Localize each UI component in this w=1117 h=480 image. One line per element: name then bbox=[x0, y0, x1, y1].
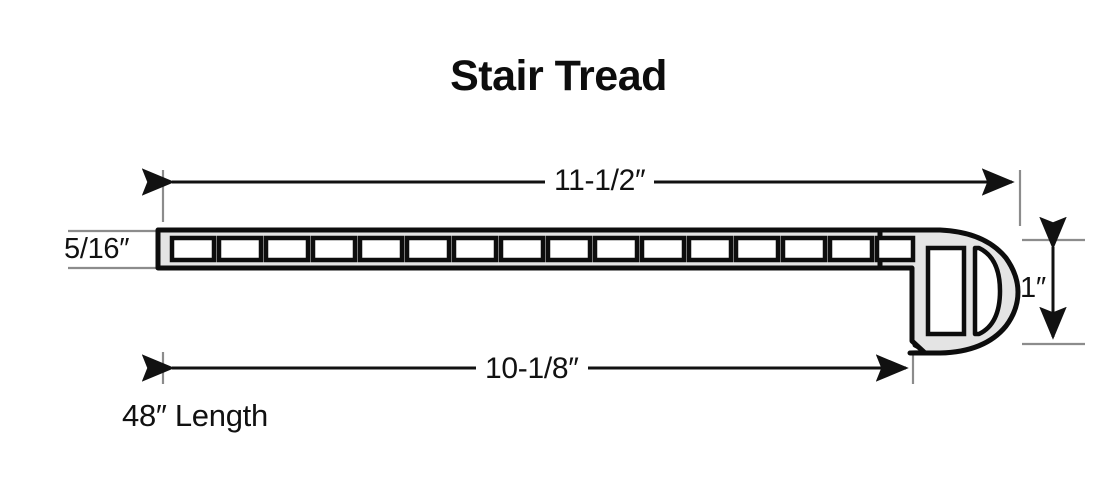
nose-void-rectangle bbox=[925, 245, 967, 337]
tread-slot bbox=[545, 235, 593, 263]
tread-slot bbox=[639, 235, 687, 263]
dimension-label-overall-width: 11-1/2″ bbox=[545, 164, 655, 198]
tread-slot bbox=[310, 235, 358, 263]
length-label: 48″ Length bbox=[122, 398, 268, 433]
tread-slot bbox=[451, 235, 499, 263]
nose-void-d-shape bbox=[972, 245, 1003, 337]
tread-slot bbox=[780, 235, 828, 263]
dimension-label-flat-run: 10-1/8″ bbox=[476, 352, 588, 386]
dimension-label-nose-height: 1″ bbox=[1020, 272, 1046, 304]
tread-slot bbox=[498, 235, 546, 263]
tread-slots bbox=[169, 235, 916, 263]
tread-slot bbox=[827, 235, 875, 263]
tread-slot bbox=[686, 235, 734, 263]
tread-slot bbox=[404, 235, 452, 263]
tread-slot bbox=[733, 235, 781, 263]
page-title: Stair Tread bbox=[450, 52, 667, 100]
tread-slot bbox=[874, 235, 916, 263]
tread-slot bbox=[592, 235, 640, 263]
tread-slot bbox=[357, 235, 405, 263]
tread-slot bbox=[169, 235, 217, 263]
tread-slot bbox=[216, 235, 264, 263]
tread-slot bbox=[263, 235, 311, 263]
dimension-label-thickness: 5/16″ bbox=[64, 233, 130, 265]
